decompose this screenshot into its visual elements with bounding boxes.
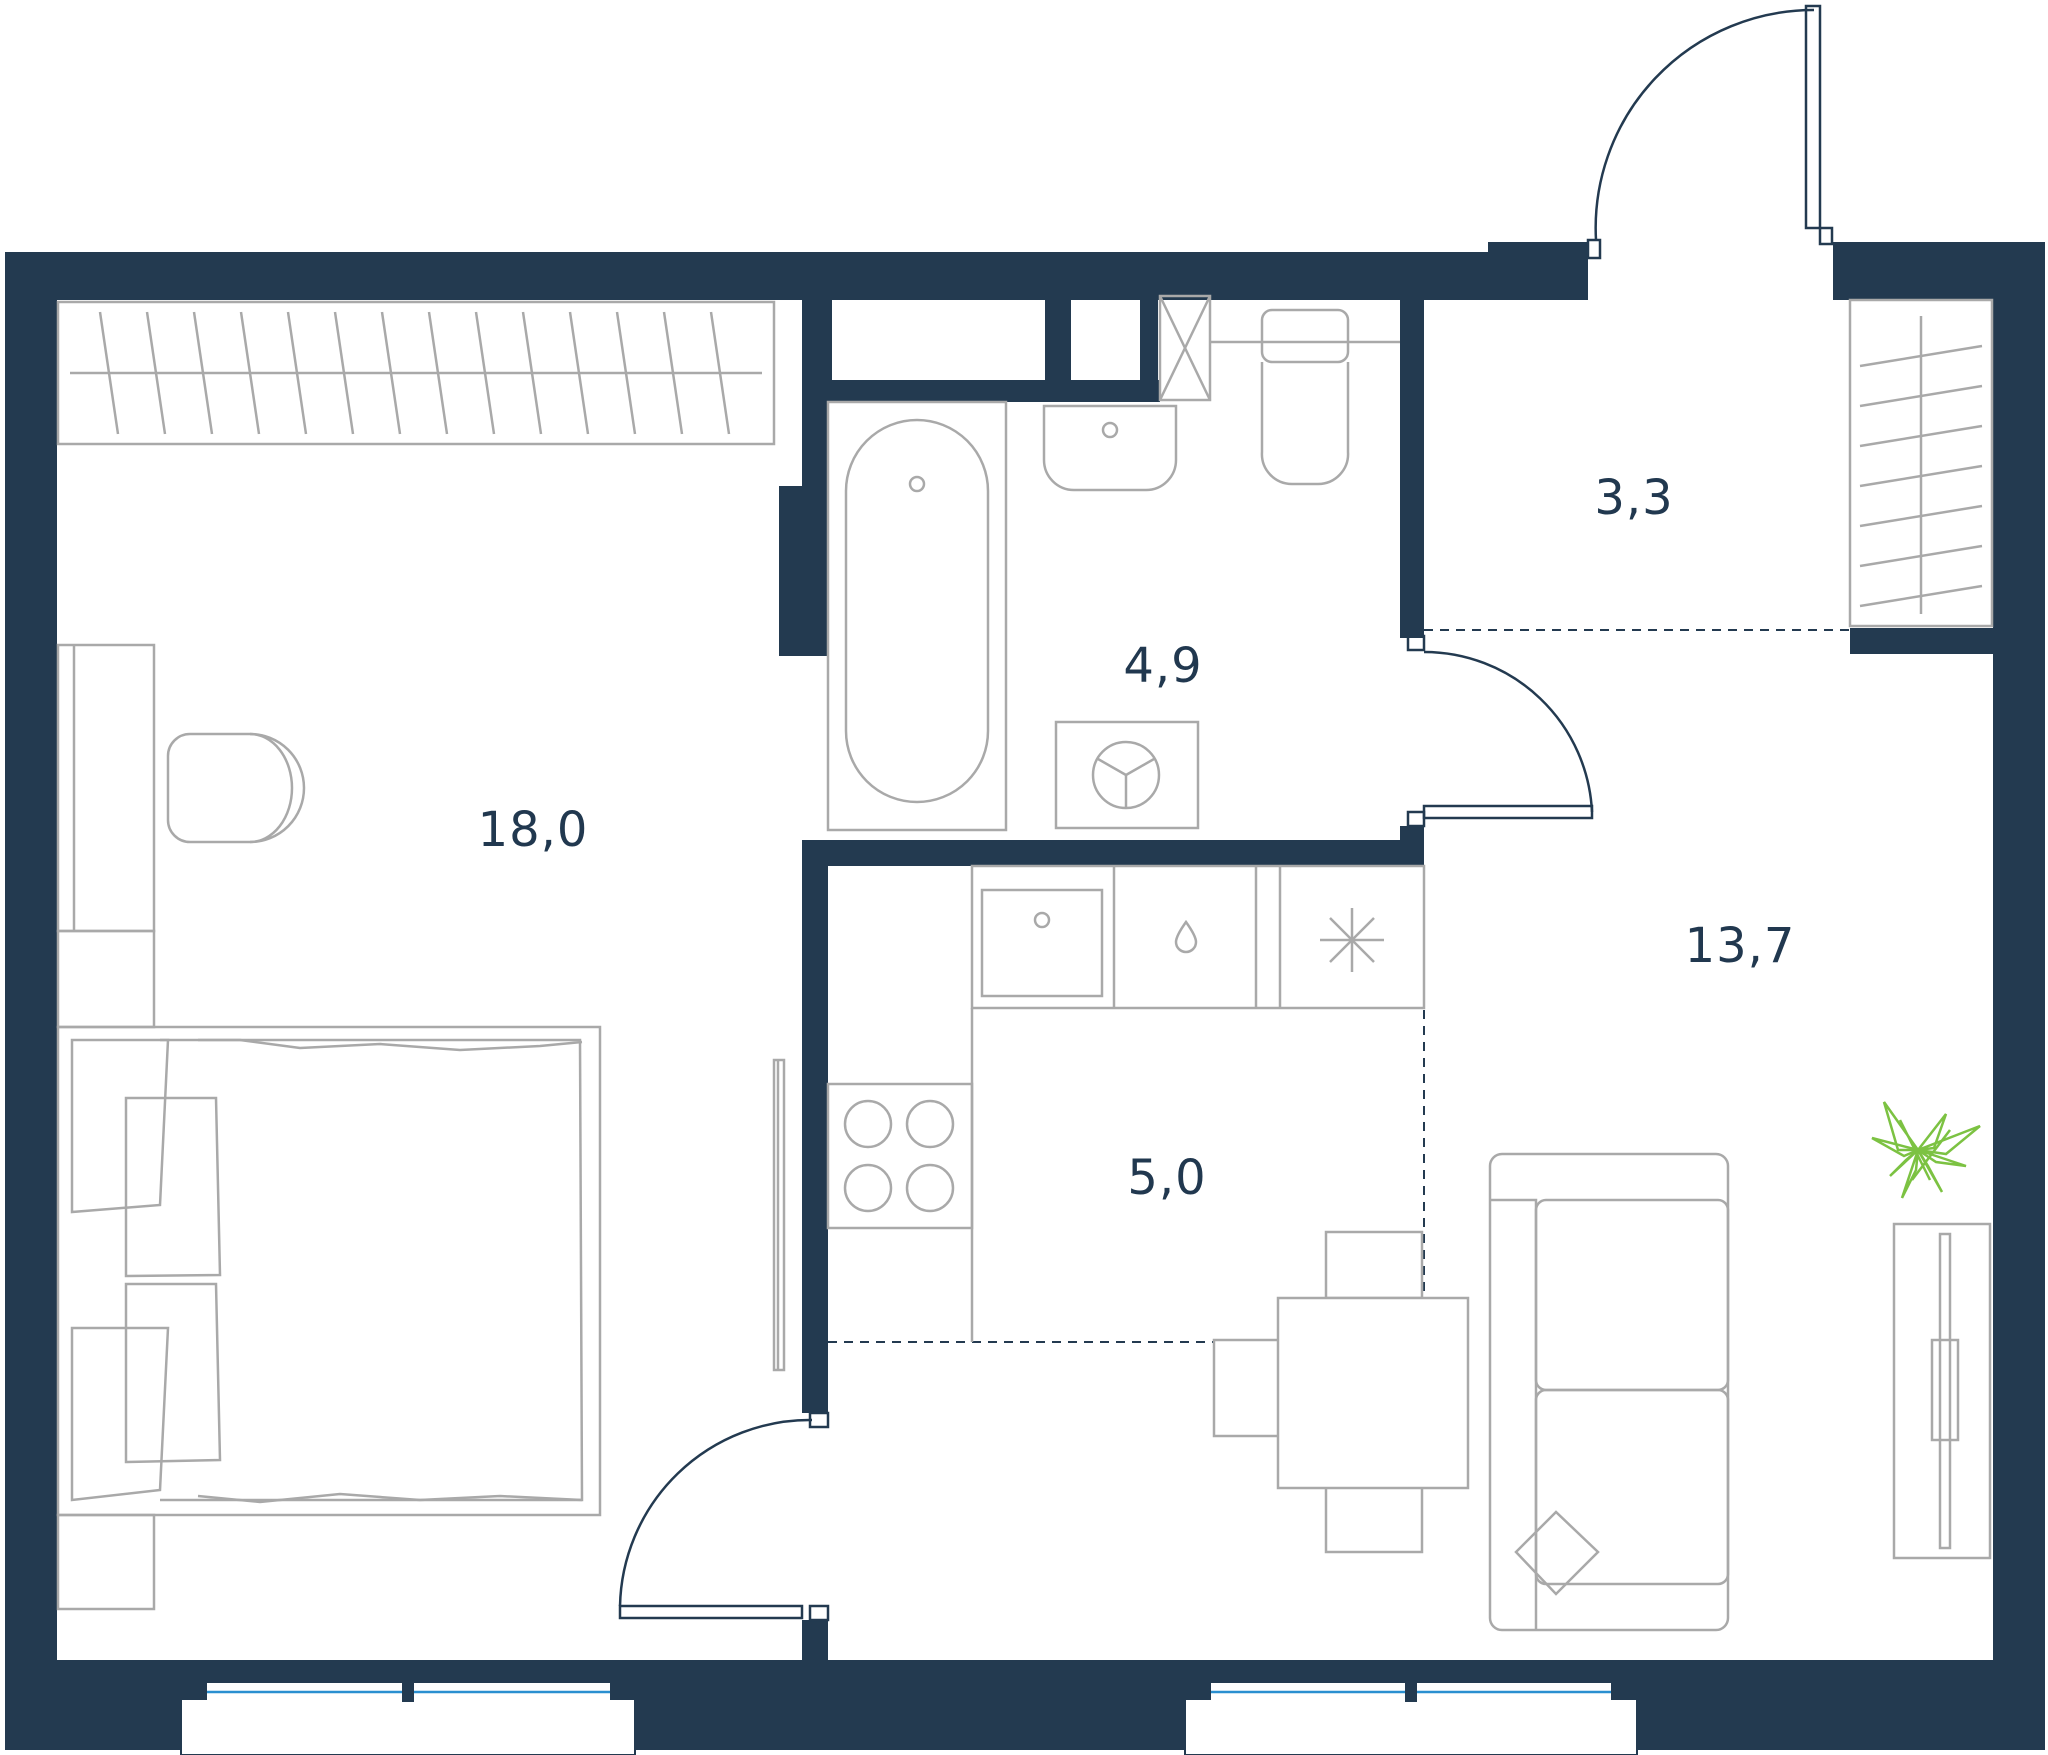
living-furniture xyxy=(1212,1101,1992,1632)
area-bathroom: 4,9 xyxy=(1123,638,1202,694)
wall-inner-vertical-lower xyxy=(802,848,828,1413)
wardrobe-hanger xyxy=(333,311,355,435)
hall-hanger xyxy=(1859,504,1983,528)
doors xyxy=(618,4,1834,1622)
windows xyxy=(180,1681,1638,1755)
wall-right xyxy=(1993,242,2045,1662)
bedroom-door xyxy=(618,1411,830,1622)
wardrobe-hanger xyxy=(145,311,167,435)
tv-stand xyxy=(1892,1222,1992,1560)
wardrobe xyxy=(56,300,776,446)
hall-hanger xyxy=(1859,344,1983,368)
shaft xyxy=(1158,294,1400,402)
dishwasher-drop-icon xyxy=(1174,919,1198,954)
wardrobe-hanger xyxy=(192,311,214,435)
wardrobe-hanger xyxy=(427,311,449,435)
fridge-snowflake-icon xyxy=(1320,908,1384,972)
bed xyxy=(56,1025,602,1611)
sofa xyxy=(1488,1152,1730,1632)
bathroom-furniture xyxy=(826,294,1400,832)
wardrobe-hanger xyxy=(568,311,590,435)
sink xyxy=(1042,404,1178,492)
kitchen-sink xyxy=(980,888,1104,998)
wall-left xyxy=(5,252,57,1662)
kitchen-furniture xyxy=(826,864,1426,1342)
wall-inner-vertical-stub xyxy=(802,1620,828,1662)
wall-inner-vertical-bump xyxy=(779,486,828,656)
area-living-room: 13,7 xyxy=(1685,918,1796,974)
bathtub xyxy=(826,400,1008,832)
wall-top-step xyxy=(1488,242,1588,300)
wardrobe-hanger xyxy=(662,311,684,435)
wall-bath-bottom-stub xyxy=(1400,826,1424,866)
wall-bath-right xyxy=(1400,296,1424,638)
window-living xyxy=(1184,1681,1638,1755)
shaft-wall-a xyxy=(820,296,832,384)
entrance-door xyxy=(1586,4,1834,260)
area-kitchen: 5,0 xyxy=(1127,1150,1206,1206)
walls xyxy=(5,242,2045,1750)
wall-bottom-inner xyxy=(5,1660,2045,1682)
hall-wardrobe xyxy=(1848,298,1994,628)
potted-plant-icon xyxy=(1871,1101,1981,1199)
window-bedroom xyxy=(180,1681,636,1755)
washing-machine xyxy=(1054,720,1200,830)
hall-hanger xyxy=(1859,384,1983,408)
wardrobe-hanger xyxy=(615,311,637,435)
bedroom-mirror xyxy=(772,1058,786,1372)
wardrobe-hanger xyxy=(380,311,402,435)
wardrobe-hanger xyxy=(98,311,120,435)
wardrobe-hanger xyxy=(239,311,261,435)
wardrobe-hanger xyxy=(474,311,496,435)
area-bedroom: 18,0 xyxy=(478,802,589,858)
kitchen-counter xyxy=(970,864,1426,1010)
dining-table xyxy=(1212,1230,1470,1554)
hall-hanger xyxy=(1859,424,1983,448)
stove xyxy=(826,1082,974,1230)
wardrobe-hanger xyxy=(521,311,543,435)
hall-hanger xyxy=(1859,584,1983,608)
bathroom-door xyxy=(1406,634,1594,828)
hall-hanger xyxy=(1859,464,1983,488)
shaft-wall-b xyxy=(1045,296,1071,384)
bedroom-furniture xyxy=(56,300,786,1611)
area-labels: 18,0 4,9 3,3 5,0 13,7 xyxy=(478,470,1796,1206)
shaft-wall-bottom xyxy=(820,380,1160,402)
area-hall-closet: 3,3 xyxy=(1594,470,1673,526)
wall-bath-bottom xyxy=(802,840,1424,866)
wardrobe-hanger xyxy=(709,311,731,435)
desk xyxy=(56,643,306,1029)
toilet xyxy=(1260,308,1350,486)
shaft-wall-c xyxy=(1140,296,1158,384)
wardrobe-hanger xyxy=(286,311,308,435)
hall-hanger xyxy=(1859,544,1983,568)
wall-closet-bottom xyxy=(1850,628,1995,654)
wall-top xyxy=(5,252,1585,300)
